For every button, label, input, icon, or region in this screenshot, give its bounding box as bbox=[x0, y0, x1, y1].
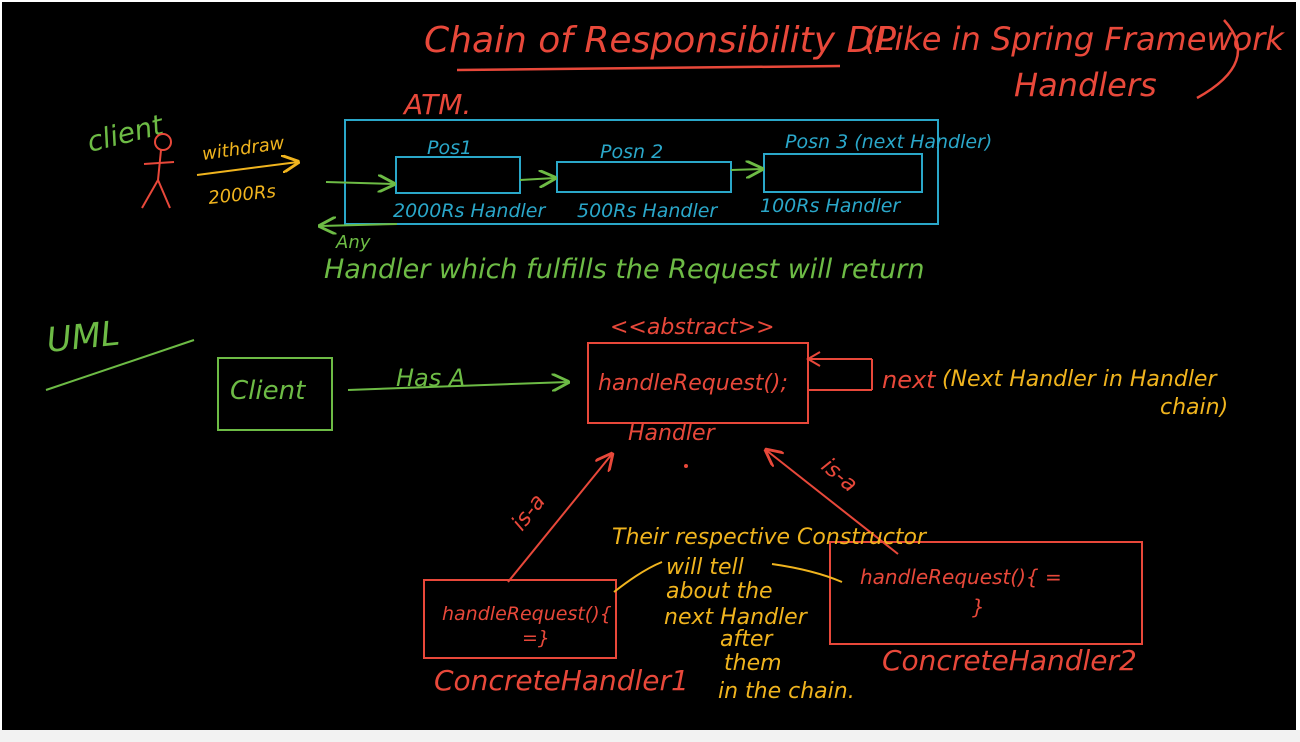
note-line-1: Their respective Constructor bbox=[612, 525, 928, 550]
diagram-svg: Chain of Responsibility DP (Like in Spri… bbox=[45, 19, 1285, 704]
request-arrow-3 bbox=[730, 169, 762, 170]
stray-dot bbox=[684, 464, 688, 468]
position-label-3: Posn 3 (next Handler) bbox=[785, 131, 992, 153]
request-arrow-in bbox=[325, 182, 394, 184]
is-a-arrow-left bbox=[507, 454, 612, 583]
concrete-handler-1-body: =} bbox=[522, 627, 550, 649]
amount-label: 2000Rs bbox=[207, 181, 277, 209]
abstract-tag: <<abstract>> bbox=[610, 315, 775, 340]
handler-label-100: 100Rs Handler bbox=[760, 195, 901, 217]
withdraw-label: withdraw bbox=[201, 133, 286, 165]
title-aside-handlers: Handlers bbox=[1014, 66, 1157, 104]
concrete-handler-1-method: handleRequest(){ bbox=[442, 603, 612, 625]
handler-abstract-box bbox=[587, 342, 809, 424]
has-a-label: Has A bbox=[396, 364, 465, 392]
uml-underline bbox=[45, 339, 195, 391]
is-a-label-left: is-a bbox=[507, 490, 551, 536]
note-line-5: after bbox=[720, 627, 774, 652]
return-note-any: Any bbox=[335, 232, 371, 253]
whiteboard-canvas: Chain of Responsibility DP (Like in Spri… bbox=[2, 2, 1296, 730]
note-line-7: in the chain. bbox=[718, 679, 855, 704]
page-title: Chain of Responsibility DP bbox=[424, 20, 896, 61]
note-pointer-left bbox=[613, 561, 663, 593]
next-note-chain: chain) bbox=[1160, 395, 1228, 420]
handler-box-500: Posn 2 500Rs Handler bbox=[556, 141, 732, 222]
title-underline bbox=[456, 64, 841, 72]
client-box-label: Client bbox=[230, 376, 306, 406]
has-a-arrow bbox=[347, 382, 568, 390]
concrete-handler-1-box bbox=[423, 579, 617, 659]
window-bottom-strip bbox=[0, 730, 1300, 742]
note-line-2: will tell bbox=[666, 555, 744, 580]
handler-method: handleRequest(); bbox=[598, 371, 788, 396]
concrete-handler-2-method: handleRequest(){ = bbox=[860, 565, 1062, 589]
stick-figure-icon bbox=[141, 133, 175, 209]
next-label: next bbox=[882, 366, 937, 394]
next-self-reference bbox=[806, 351, 873, 391]
note-pointer-right bbox=[771, 563, 843, 583]
withdraw-arrow bbox=[196, 162, 298, 176]
title-aside: (Like in Spring Framework bbox=[864, 20, 1285, 58]
return-arrow bbox=[320, 224, 398, 226]
note-line-3: about the bbox=[666, 579, 773, 604]
return-note: Handler which fulfills the Request will … bbox=[324, 254, 925, 285]
handler-label: Handler bbox=[628, 421, 717, 446]
next-note: (Next Handler in Handler bbox=[942, 367, 1218, 392]
handler-box-100: Posn 3 (next Handler) 100Rs Handler bbox=[760, 131, 992, 217]
note-line-4: next Handler bbox=[664, 605, 809, 630]
atm-box bbox=[344, 119, 939, 225]
position-label-1: Pos1 bbox=[427, 137, 472, 159]
concrete-handler-1-name: ConcreteHandler1 bbox=[434, 664, 689, 697]
is-a-label-right: is-a bbox=[816, 453, 862, 497]
request-arrow-2 bbox=[519, 178, 555, 180]
is-a-arrow-right bbox=[766, 450, 899, 555]
client-label: client bbox=[84, 108, 168, 159]
concrete-handler-2-body: } bbox=[972, 595, 985, 619]
concrete-handler-2-box bbox=[829, 541, 1143, 645]
title-aside-close-paren bbox=[1196, 19, 1240, 100]
atm-label: ATM. bbox=[402, 88, 471, 121]
note-line-6: them bbox=[724, 651, 782, 676]
constructor-note: Their respective Constructor will tell a… bbox=[612, 525, 928, 704]
handler-box-2000: Pos1 2000Rs Handler bbox=[393, 137, 546, 222]
concrete-handler-2-name: ConcreteHandler2 bbox=[882, 644, 1137, 677]
client-box bbox=[217, 357, 333, 431]
position-label-2: Posn 2 bbox=[600, 141, 663, 163]
handler-label-2000: 2000Rs Handler bbox=[393, 200, 546, 222]
handler-label-500: 500Rs Handler bbox=[577, 200, 718, 222]
uml-label: UML bbox=[45, 314, 122, 361]
